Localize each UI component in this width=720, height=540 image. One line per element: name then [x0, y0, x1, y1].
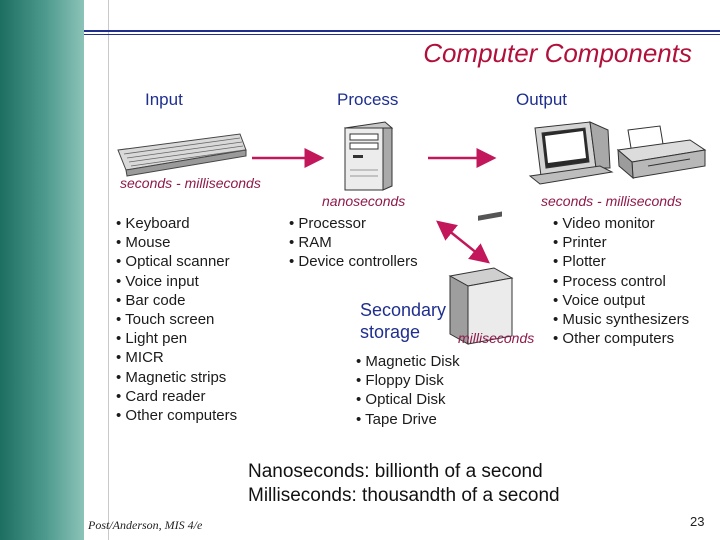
footer-credit: Post/Anderson, MIS 4/e: [88, 518, 203, 532]
input-list: Keyboard Mouse Optical scanner Voice inp…: [116, 214, 237, 425]
list-item: Music synthesizers: [553, 310, 689, 329]
keyboard-icon: [117, 133, 247, 177]
list-item: Optical scanner: [116, 252, 237, 271]
process-heading: Process: [337, 90, 399, 109]
process-timing: nanoseconds: [322, 193, 406, 209]
computer-tower-icon: [343, 121, 394, 191]
list-item: Light pen: [116, 329, 237, 348]
list-item: Video monitor: [553, 214, 689, 233]
input-timing: seconds - milliseconds: [120, 175, 261, 191]
list-item: Floppy Disk: [356, 371, 460, 390]
output-heading: Output: [516, 90, 568, 109]
storage-list: Magnetic Disk Floppy Disk Optical Disk T…: [356, 352, 460, 429]
note-milliseconds: Milliseconds: thousandth of a second: [248, 485, 560, 506]
list-item: Card reader: [116, 387, 237, 406]
list-item: Optical Disk: [356, 390, 460, 409]
left-decorative-band: [0, 0, 84, 540]
page-number: 23: [690, 514, 705, 529]
output-timing: seconds - milliseconds: [541, 193, 682, 209]
storage-timing: milliseconds: [458, 330, 535, 346]
process-storage-arrow: [436, 220, 490, 264]
list-item: Processor: [289, 214, 418, 233]
monitor-icon: [528, 121, 614, 185]
list-item: Touch screen: [116, 310, 237, 329]
list-item: Keyboard: [116, 214, 237, 233]
list-item: Plotter: [553, 252, 689, 271]
side-rule: [108, 0, 109, 540]
top-rule-thin: [84, 34, 720, 35]
list-item: RAM: [289, 233, 418, 252]
list-item: Mouse: [116, 233, 237, 252]
top-rule: [84, 30, 720, 32]
list-item: Magnetic Disk: [356, 352, 459, 371]
output-list: Video monitor Printer Plotter Process co…: [553, 214, 689, 348]
list-item: Other computers: [116, 406, 237, 425]
process-list: Processor RAM Device controllers: [289, 214, 418, 272]
disk-drive-icon: [448, 211, 514, 345]
list-item: Device controllers: [289, 252, 417, 271]
secondary-storage-heading: Secondary storage: [360, 300, 447, 342]
list-item: Tape Drive: [356, 410, 460, 429]
list-item: Magnetic strips: [116, 368, 237, 387]
slide-title: Computer Components: [423, 38, 692, 68]
list-item: Voice input: [116, 272, 237, 291]
list-item: Printer: [553, 233, 689, 252]
printer-icon: [616, 125, 707, 180]
list-item: Other computers: [553, 329, 689, 348]
note-nanoseconds: Nanoseconds: billionth of a second: [248, 461, 543, 482]
list-item: Process control: [553, 272, 689, 291]
list-item: Voice output: [553, 291, 689, 310]
input-heading: Input: [145, 90, 183, 109]
list-item: MICR: [116, 348, 237, 367]
list-item: Bar code: [116, 291, 237, 310]
